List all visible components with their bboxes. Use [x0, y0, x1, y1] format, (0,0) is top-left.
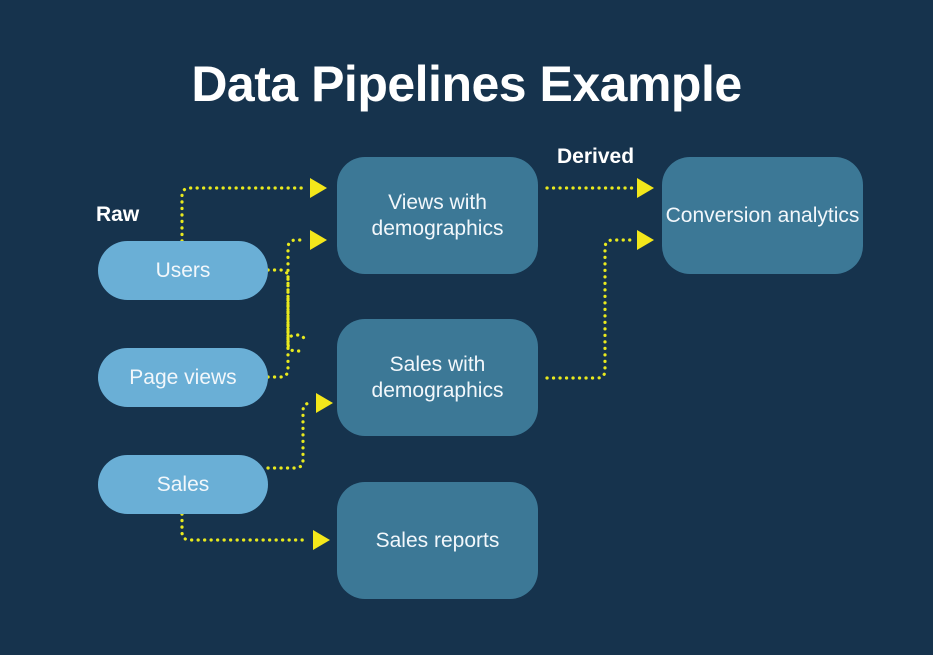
arrowhead-sales-demographics-to-conversion: [637, 230, 654, 250]
edge-sales-demographics-to-conversion: [545, 238, 634, 380]
edge-users-to-views: [180, 186, 307, 243]
node-views-with-demographics[interactable]: Views with demographics: [337, 157, 538, 274]
node-label: Views with demographics: [371, 190, 504, 240]
group-label-derived: Derived: [557, 145, 635, 168]
edge-users-branch-to-sales-demographics: [286, 298, 307, 353]
edge-page-views-to-sales-demographics: [286, 333, 307, 350]
page-title: Data Pipelines Example: [191, 56, 742, 112]
arrowhead-sales-to-sales-demographics: [316, 393, 333, 413]
group-label-raw: Raw: [96, 203, 140, 226]
node-sales-with-demographics[interactable]: Sales with demographics: [337, 319, 538, 436]
arrowhead-page-views-to-views: [310, 230, 327, 250]
node-label: Users: [155, 258, 211, 282]
node-label: Sales: [156, 472, 210, 496]
arrowhead-users-to-views: [310, 178, 327, 198]
arrowhead-sales-to-sales-reports: [313, 530, 330, 550]
node-label: Page views: [129, 365, 237, 389]
node-page-views[interactable]: Page views: [98, 348, 268, 407]
node-users[interactable]: Users: [98, 241, 268, 300]
node-label: Sales with demographics: [371, 352, 504, 402]
node-label: Sales reports: [375, 528, 500, 552]
arrowhead-views-to-conversion: [637, 178, 654, 198]
edge-sales-to-sales-reports: [180, 512, 310, 542]
node-sales[interactable]: Sales: [98, 455, 268, 514]
edge-sales-to-sales-demographics: [266, 401, 315, 470]
edge-users-to-sales-demographics: [266, 268, 290, 350]
edge-page-views-to-views: [266, 238, 307, 379]
node-sales-reports[interactable]: Sales reports: [337, 482, 538, 599]
node-label: Conversion analytics: [665, 203, 860, 227]
node-conversion-analytics[interactable]: Conversion analytics: [662, 157, 863, 274]
